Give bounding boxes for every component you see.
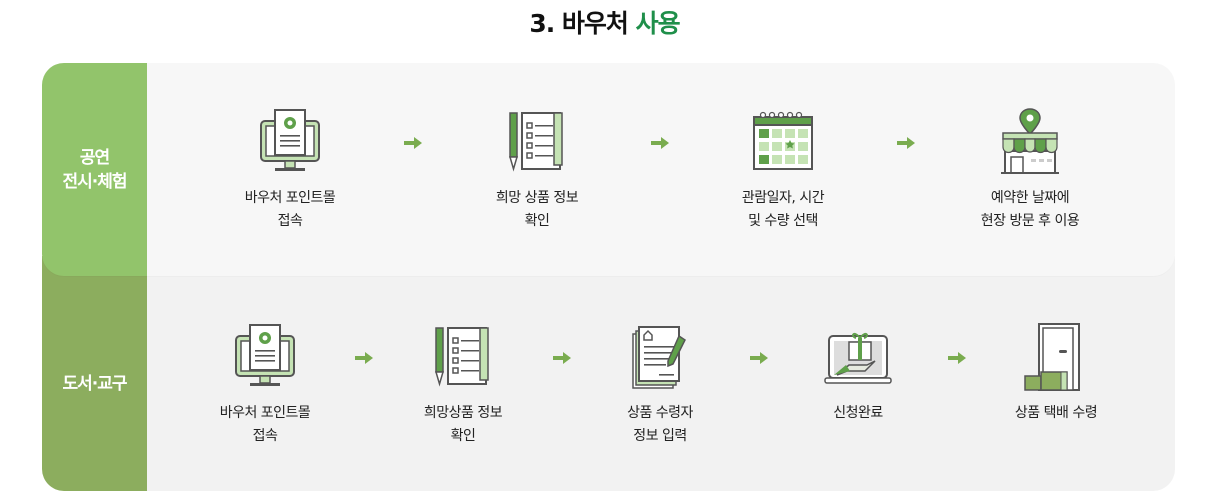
arrow-right-icon [897, 137, 915, 149]
section-label: 도서·교구 [42, 256, 147, 491]
section-books-materials: 도서·교구 바우처 포인트몰 접속 [42, 256, 1175, 491]
arrow-right-icon [651, 137, 669, 149]
arrow-right-icon [553, 352, 571, 364]
step-text: 신청완료 [833, 405, 883, 421]
step-text: 상품 수령자 정보 입력 [627, 405, 693, 444]
arrow-right-icon [948, 352, 966, 364]
step-text: 바우처 포인트몰 접속 [244, 190, 336, 229]
section-label: 공연 전시·체험 [42, 63, 147, 276]
step-check-product-info: 희망상품 정보 확인 [383, 322, 543, 448]
section-label-text: 공연 전시·체험 [62, 147, 127, 192]
section-label-text: 도서·교구 [62, 373, 127, 394]
store-location-pin-icon [1001, 108, 1059, 174]
step-text: 바우처 포인트몰 접속 [219, 405, 311, 444]
step-text: 관람일자, 시간 및 수량 선택 [741, 190, 825, 229]
step-text: 예약한 날짜에 현장 방문 후 이용 [980, 190, 1080, 229]
title-accent: 사용 [635, 9, 681, 38]
page-title: 3. 바우처 사용 [0, 4, 1209, 40]
checklist-pen-icon [509, 112, 563, 172]
form-pen-icon [632, 326, 686, 389]
section-performance-exhibition: 공연 전시·체험 바우처 포인트몰 접속 [42, 63, 1175, 276]
laptop-gift-hand-icon [824, 332, 892, 384]
step-check-product-info: 희망 상품 정보 확인 [457, 107, 617, 233]
step-visit-on-reserved-date: 예약한 날짜에 현장 방문 후 이용 [950, 107, 1110, 233]
arrow-right-icon [355, 352, 373, 364]
arrow-right-icon [750, 352, 768, 364]
step-receive-parcel: 상품 택배 수령 [976, 322, 1136, 425]
calendar-icon [753, 111, 813, 170]
step-text: 희망상품 정보 확인 [423, 405, 503, 444]
section-steps: 바우처 포인트몰 접속 희망 상품 정보 확인 [147, 63, 1175, 276]
step-application-complete: 신청완료 [778, 322, 938, 425]
step-select-date-time-quantity: 관람일자, 시간 및 수량 선택 [703, 107, 863, 233]
step-enter-recipient-info: 상품 수령자 정보 입력 [580, 322, 740, 448]
checklist-pen-icon [435, 327, 489, 387]
arrow-right-icon [404, 137, 422, 149]
step-access-point-mall: 바우처 포인트몰 접속 [185, 322, 345, 448]
title-prefix: 3. 바우처 [529, 9, 636, 38]
monitor-document-gear-icon [260, 109, 320, 171]
step-text: 희망 상품 정보 확인 [495, 190, 579, 229]
step-access-point-mall: 바우처 포인트몰 접속 [210, 107, 370, 233]
monitor-document-gear-icon [235, 324, 295, 386]
door-parcel-icon [1024, 323, 1080, 391]
step-text: 상품 택배 수령 [1014, 405, 1098, 421]
section-steps: 바우처 포인트몰 접속 희망상품 정보 확인 [147, 256, 1175, 491]
